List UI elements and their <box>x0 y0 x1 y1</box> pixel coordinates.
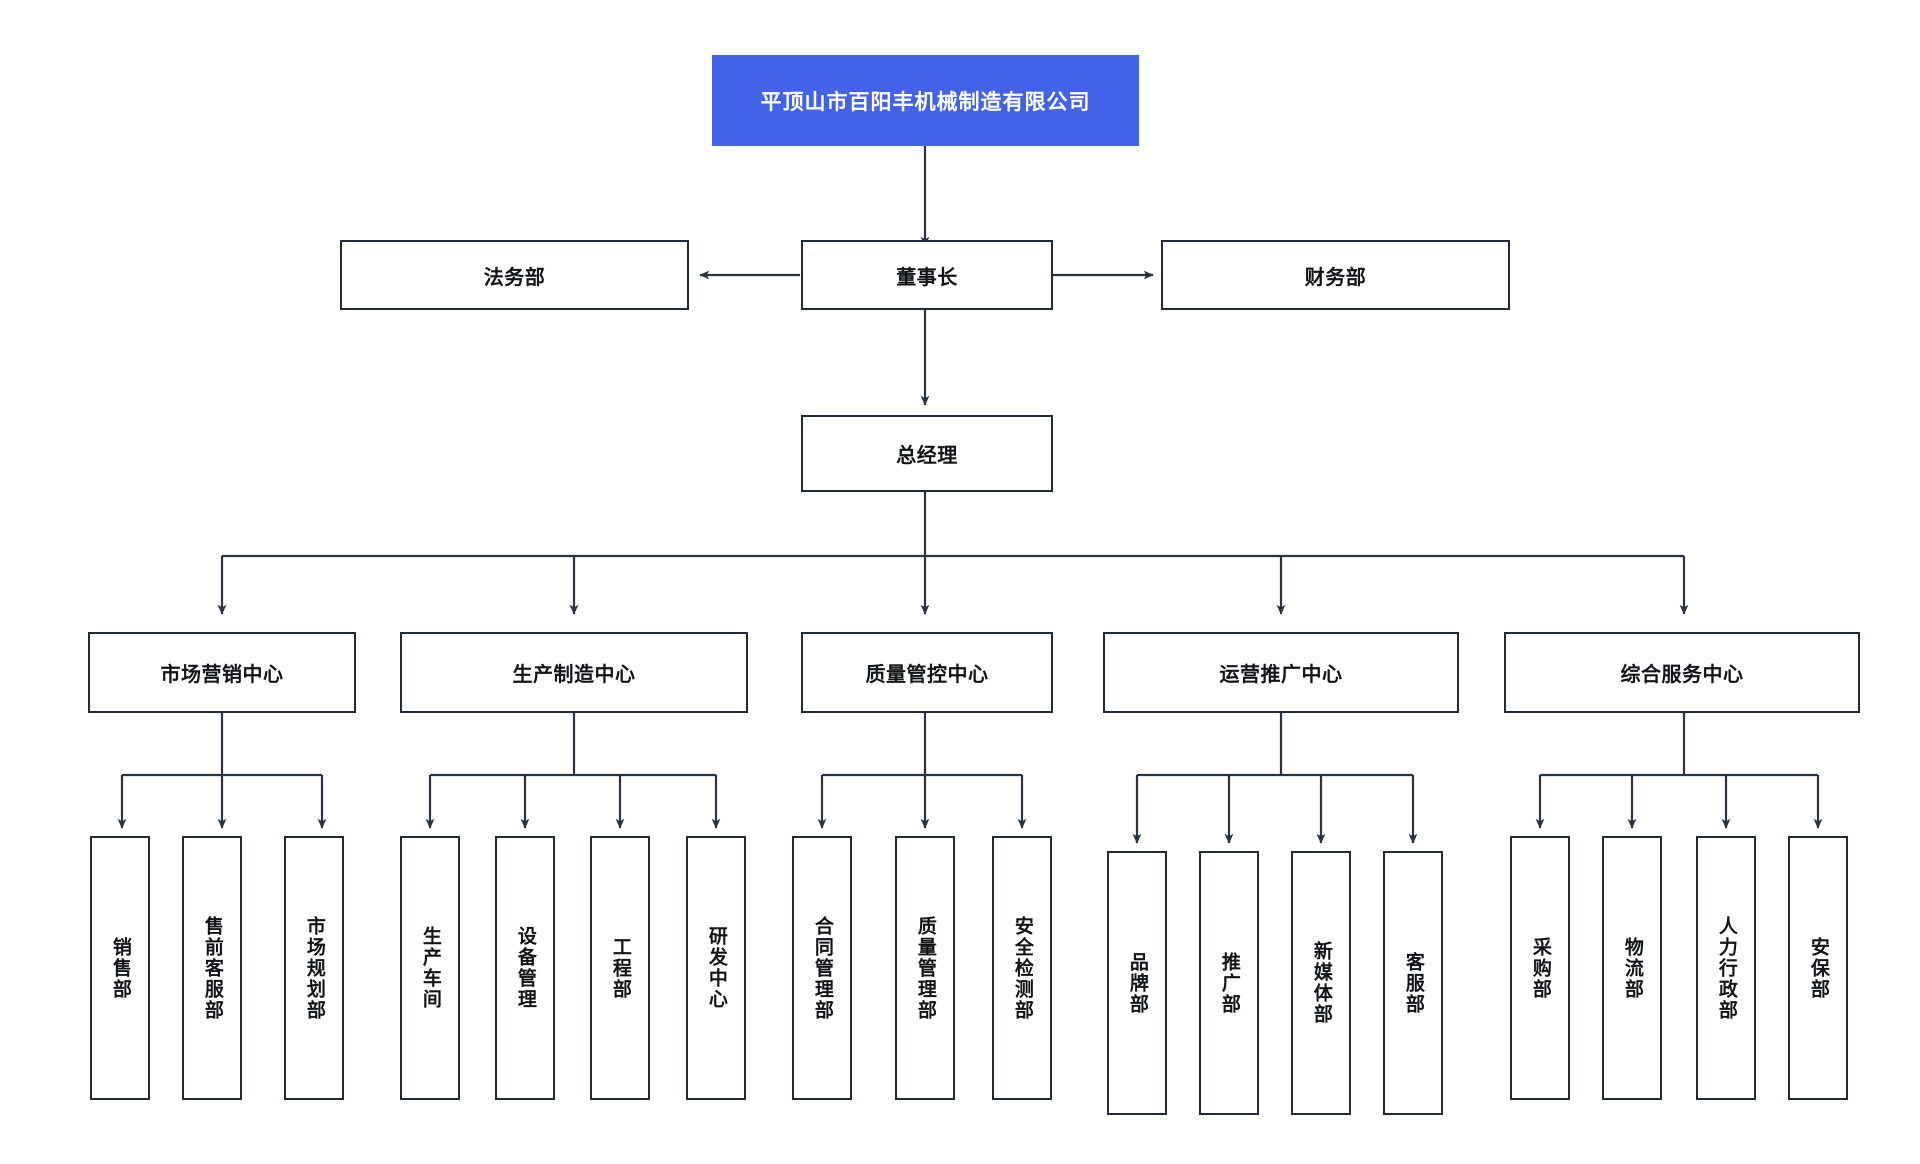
node-center-quality[interactable]: 质量管控中心 <box>801 632 1053 713</box>
node-dept-contract-management[interactable]: 合同管理部 <box>792 836 852 1100</box>
node-dept-new-media[interactable]: 新媒体部 <box>1291 851 1351 1115</box>
node-dept-security[interactable]: 安保部 <box>1788 836 1848 1100</box>
node-dept-rnd-center[interactable]: 研发中心 <box>686 836 746 1100</box>
node-dept-brand[interactable]: 品牌部 <box>1107 851 1167 1115</box>
node-dept-safety-inspection[interactable]: 安全检测部 <box>992 836 1052 1100</box>
node-dept-procurement[interactable]: 采购部 <box>1510 836 1570 1100</box>
node-dept-quality-management[interactable]: 质量管理部 <box>895 836 955 1100</box>
node-dept-promotion[interactable]: 推广部 <box>1199 851 1259 1115</box>
node-center-manufacturing[interactable]: 生产制造中心 <box>400 632 748 713</box>
node-dept-presales-support[interactable]: 售前客服部 <box>182 836 242 1100</box>
node-dept-engineering[interactable]: 工程部 <box>590 836 650 1100</box>
node-chairman[interactable]: 董事长 <box>801 240 1053 310</box>
node-center-marketing[interactable]: 市场营销中心 <box>88 632 356 713</box>
node-dept-production-workshop[interactable]: 生产车间 <box>400 836 460 1100</box>
node-dept-logistics[interactable]: 物流部 <box>1602 836 1662 1100</box>
node-center-general-services[interactable]: 综合服务中心 <box>1504 632 1860 713</box>
node-dept-customer-service[interactable]: 客服部 <box>1383 851 1443 1115</box>
node-general-manager[interactable]: 总经理 <box>801 415 1053 492</box>
node-dept-market-planning[interactable]: 市场规划部 <box>284 836 344 1100</box>
node-dept-sales[interactable]: 销售部 <box>90 836 150 1100</box>
node-finance-department[interactable]: 财务部 <box>1161 240 1510 310</box>
node-legal-department[interactable]: 法务部 <box>340 240 689 310</box>
node-dept-equipment-management[interactable]: 设备管理 <box>495 836 555 1100</box>
node-dept-hr-administration[interactable]: 人力行政部 <box>1696 836 1756 1100</box>
node-company-root[interactable]: 平顶山市百阳丰机械制造有限公司 <box>712 55 1139 146</box>
node-center-operations[interactable]: 运营推广中心 <box>1103 632 1459 713</box>
